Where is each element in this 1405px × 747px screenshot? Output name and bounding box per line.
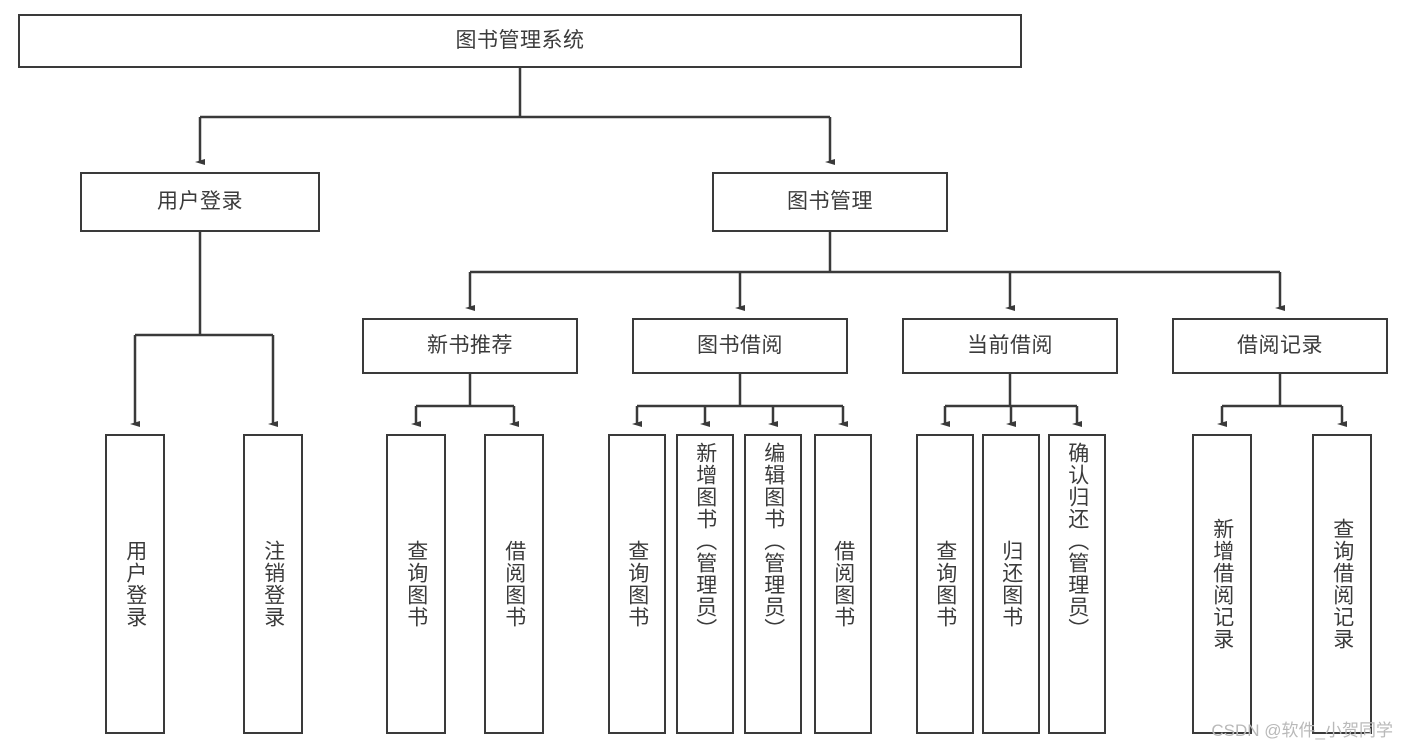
node-leaf-return-book-label: 归还图书 — [999, 540, 1023, 628]
node-book-borrow[interactable]: 图书借阅 — [632, 318, 848, 374]
node-new-book-recommend-label: 新书推荐 — [427, 333, 513, 357]
node-leaf-borrow-book-recommend[interactable]: 借阅图书 — [484, 434, 544, 734]
connector-group-book-borrow — [632, 374, 848, 427]
node-leaf-add-book[interactable]: 新增图书（管理员） — [676, 434, 734, 734]
node-book-management[interactable]: 图书管理 — [712, 172, 948, 232]
node-current-borrow-label: 当前借阅 — [967, 333, 1053, 357]
node-leaf-confirm-return-label: 确认归还（管理员） — [1065, 442, 1089, 640]
node-borrow-record-label: 借阅记录 — [1237, 333, 1323, 357]
node-leaf-add-borrow-record-label: 新增借阅记录 — [1210, 518, 1234, 650]
node-user-login-label: 用户登录 — [157, 189, 243, 213]
connector-group-borrow-record — [1217, 374, 1347, 427]
node-leaf-borrow-book[interactable]: 借阅图书 — [814, 434, 872, 734]
watermark-text: CSDN @软件_小贺同学 — [1211, 721, 1393, 740]
node-leaf-query-book-current[interactable]: 查询图书 — [916, 434, 974, 734]
node-leaf-borrow-book-recommend-label: 借阅图书 — [502, 540, 526, 628]
node-user-login[interactable]: 用户登录 — [80, 172, 320, 232]
node-leaf-confirm-return[interactable]: 确认归还（管理员） — [1048, 434, 1106, 734]
node-leaf-query-book-current-label: 查询图书 — [933, 540, 957, 628]
node-leaf-logout-label: 注销登录 — [261, 540, 285, 628]
node-leaf-logout[interactable]: 注销登录 — [243, 434, 303, 734]
node-leaf-query-borrow-record[interactable]: 查询借阅记录 — [1312, 434, 1372, 734]
node-book-management-label: 图书管理 — [787, 189, 873, 213]
node-leaf-edit-book-label: 编辑图书（管理员） — [761, 442, 785, 640]
node-leaf-add-book-label: 新增图书（管理员） — [693, 442, 717, 640]
node-borrow-record[interactable]: 借阅记录 — [1172, 318, 1388, 374]
node-current-borrow[interactable]: 当前借阅 — [902, 318, 1118, 374]
node-leaf-query-book-recommend[interactable]: 查询图书 — [386, 434, 446, 734]
node-book-borrow-label: 图书借阅 — [697, 333, 783, 357]
node-root[interactable]: 图书管理系统 — [18, 14, 1022, 68]
node-leaf-query-book-borrow[interactable]: 查询图书 — [608, 434, 666, 734]
node-leaf-borrow-book-label: 借阅图书 — [831, 540, 855, 628]
node-new-book-recommend[interactable]: 新书推荐 — [362, 318, 578, 374]
node-leaf-edit-book[interactable]: 编辑图书（管理员） — [744, 434, 802, 734]
node-leaf-user-login-label: 用户登录 — [123, 540, 147, 628]
node-leaf-query-book-recommend-label: 查询图书 — [404, 540, 428, 628]
node-leaf-return-book[interactable]: 归还图书 — [982, 434, 1040, 734]
node-leaf-user-login[interactable]: 用户登录 — [105, 434, 165, 734]
connector-group-root — [195, 68, 835, 165]
node-leaf-add-borrow-record[interactable]: 新增借阅记录 — [1192, 434, 1252, 734]
node-leaf-query-borrow-record-label: 查询借阅记录 — [1330, 518, 1354, 650]
node-root-label: 图书管理系统 — [455, 28, 585, 52]
connector-group-user-login — [130, 232, 278, 427]
node-leaf-query-book-borrow-label: 查询图书 — [625, 540, 649, 628]
connector-group-current-borrow — [940, 374, 1082, 427]
connector-group-book-management — [465, 232, 1285, 311]
connector-group-new-book-recommend — [411, 374, 519, 427]
